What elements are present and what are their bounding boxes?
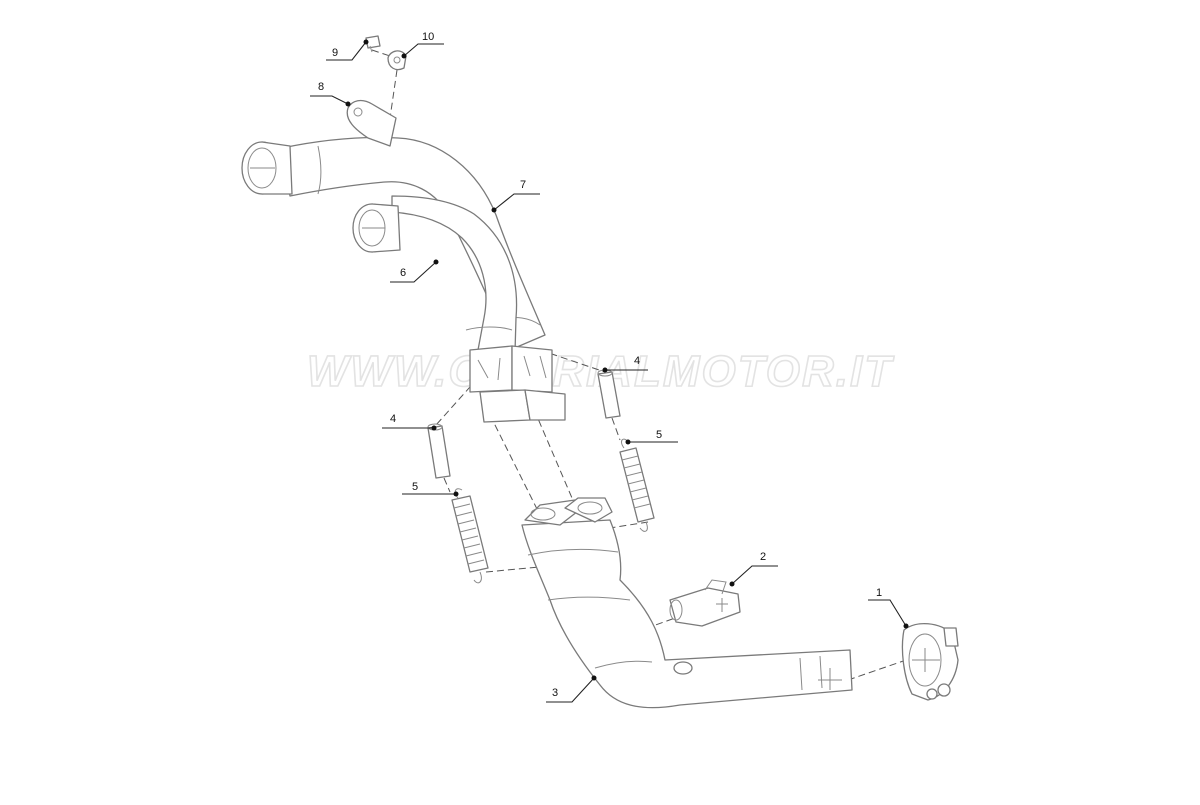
callout-labels: 1 2 3 4 4 5 5 6 7 8 9 10 (318, 31, 882, 699)
slip-joint-collars (469, 345, 566, 423)
part-4-spring-hook-right (597, 369, 621, 419)
callout-3: 3 (552, 687, 558, 699)
part-9-bolt (365, 35, 381, 53)
part-4-spring-hook-left (427, 423, 451, 479)
callout-7: 7 (520, 179, 526, 191)
part-5-spring-right (619, 438, 655, 532)
callout-leaders (310, 39, 909, 703)
part-8-bracket (346, 99, 397, 147)
part-1-clamp (901, 623, 959, 701)
callout-6: 6 (400, 267, 406, 279)
callout-1: 1 (876, 587, 882, 599)
part-7-upper-header-pipe (241, 136, 546, 351)
part-5-spring-left (451, 488, 489, 584)
callout-2: 2 (760, 551, 766, 563)
part-6-lower-header-pipe (352, 195, 518, 353)
callout-4-left: 4 (390, 413, 396, 425)
part-2-clamp (669, 579, 741, 627)
callout-4-right: 4 (634, 355, 640, 367)
callout-9: 9 (332, 47, 338, 59)
part-10-nut (387, 50, 407, 71)
part-3-collector-downpipe (521, 497, 853, 709)
callout-5-right: 5 (656, 429, 662, 441)
callout-8: 8 (318, 81, 324, 93)
callout-5-left: 5 (412, 481, 418, 493)
watermark: WWW.CORRIALMOTOR.IT (307, 347, 894, 396)
callout-10: 10 (422, 31, 434, 43)
